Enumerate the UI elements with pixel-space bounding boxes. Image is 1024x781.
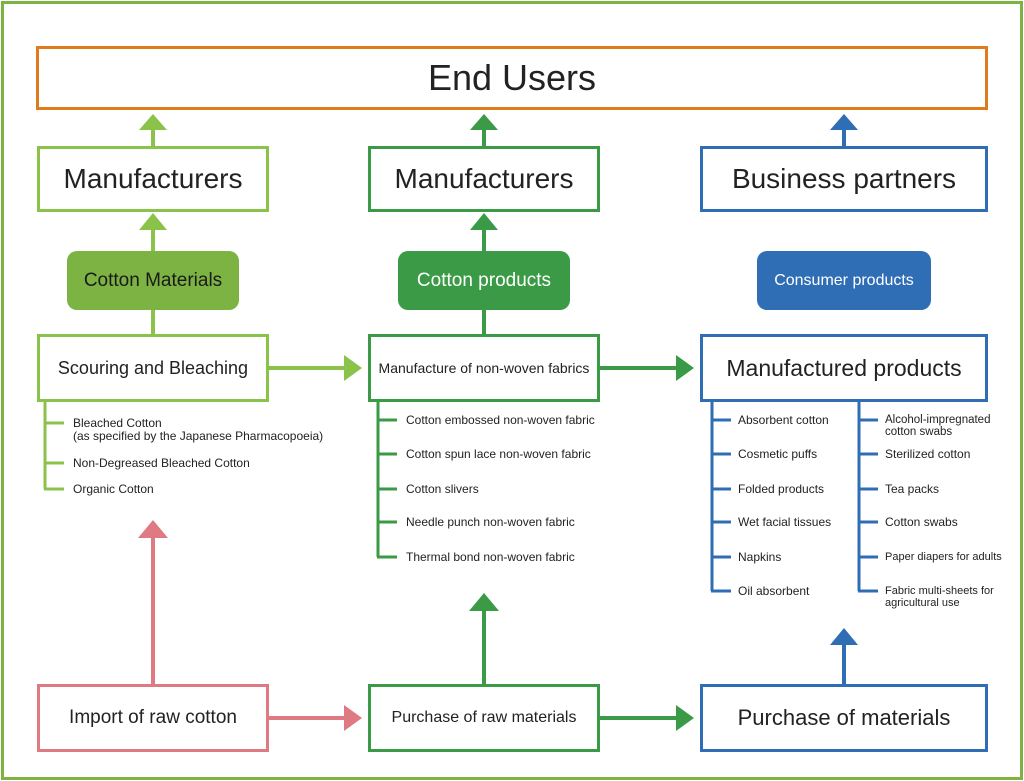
cotton-products-pill: Cotton products	[398, 251, 570, 310]
arrow-import-up	[138, 520, 168, 538]
arrow-import-to-raw	[344, 705, 362, 731]
arrow-materials-up	[830, 628, 858, 645]
list-item: Paper diapers for adults	[885, 551, 1002, 563]
purchase-raw-materials-box: Purchase of raw materials	[368, 684, 600, 752]
list-item: Needle punch non-woven fabric	[406, 515, 575, 529]
arrow-middle-to-manufacturers	[470, 213, 498, 230]
manufacturers-middle-box: Manufacturers	[368, 146, 600, 212]
scouring-bleaching-label: Scouring and Bleaching	[57, 357, 249, 378]
arrow-raw-to-materials	[676, 705, 694, 731]
nonwoven-manufacture-label: Manufacture of non-woven fabrics	[378, 360, 590, 376]
purchase-raw-materials-label: Purchase of raw materials	[391, 709, 577, 726]
list-item: Fabric multi-sheets for agricultural use	[885, 585, 994, 609]
consumer-products-pill: Consumer products	[757, 251, 931, 310]
list-item: Absorbent cotton	[738, 413, 829, 427]
manufacturers-left-label: Manufacturers	[63, 163, 243, 194]
cotton-products-label: Cotton products	[416, 269, 552, 291]
arrow-middle-to-end-users	[470, 114, 498, 130]
list-item: Napkins	[738, 550, 782, 564]
list-item: Bleached Cotton (as specified by the Jap…	[73, 416, 324, 443]
arrow-left-to-manufacturers	[139, 213, 167, 230]
list-item: Tea packs	[885, 482, 940, 496]
list-item: Cosmetic puffs	[738, 447, 818, 461]
list-item: Cotton spun lace non-woven fabric	[406, 447, 591, 461]
list-item: Sterilized cotton	[885, 447, 971, 461]
nonwoven-manufacture-box: Manufacture of non-woven fabrics	[368, 334, 600, 402]
list-item: Wet facial tissues	[738, 515, 832, 529]
arrow-right-to-end-users	[830, 114, 858, 130]
list-item: Cotton swabs	[885, 515, 958, 529]
manufactured-products-box: Manufactured products	[700, 334, 988, 402]
import-raw-cotton-label: Import of raw cotton	[69, 707, 237, 728]
list-item: Cotton embossed non-woven fabric	[406, 413, 595, 427]
import-raw-cotton-box: Import of raw cotton	[37, 684, 269, 752]
list-item: Oil absorbent	[738, 584, 810, 598]
list-item: Thermal bond non-woven fabric	[406, 550, 575, 564]
list-item: Organic Cotton	[73, 482, 154, 496]
cotton-materials-pill: Cotton Materials	[67, 251, 239, 310]
business-partners-label: Business partners	[731, 163, 957, 194]
consumer-products-label: Consumer products	[774, 271, 914, 289]
arrow-nonwoven-to-products	[676, 355, 694, 381]
list-item: Non-Degreased Bleached Cotton	[73, 456, 250, 470]
cotton-materials-label: Cotton Materials	[83, 269, 223, 291]
manufactured-products-label: Manufactured products	[726, 354, 962, 381]
manufacturers-middle-label: Manufacturers	[394, 163, 574, 194]
arrow-scouring-to-nonwoven	[344, 355, 362, 381]
end-users-label: End Users	[427, 57, 597, 98]
purchase-materials-box: Purchase of materials	[700, 684, 988, 752]
list-item: Cotton slivers	[406, 482, 479, 496]
purchase-materials-label: Purchase of materials	[737, 705, 951, 730]
arrow-left-to-end-users	[139, 114, 167, 130]
list-item: Alcohol-impregnated cotton swabs	[885, 414, 991, 438]
business-partners-box: Business partners	[700, 146, 988, 212]
end-users-box: End Users	[36, 46, 988, 110]
list-item: Folded products	[738, 482, 825, 496]
scouring-bleaching-box: Scouring and Bleaching	[37, 334, 269, 402]
arrow-raw-materials-up	[469, 593, 499, 611]
manufacturers-left-box: Manufacturers	[37, 146, 269, 212]
